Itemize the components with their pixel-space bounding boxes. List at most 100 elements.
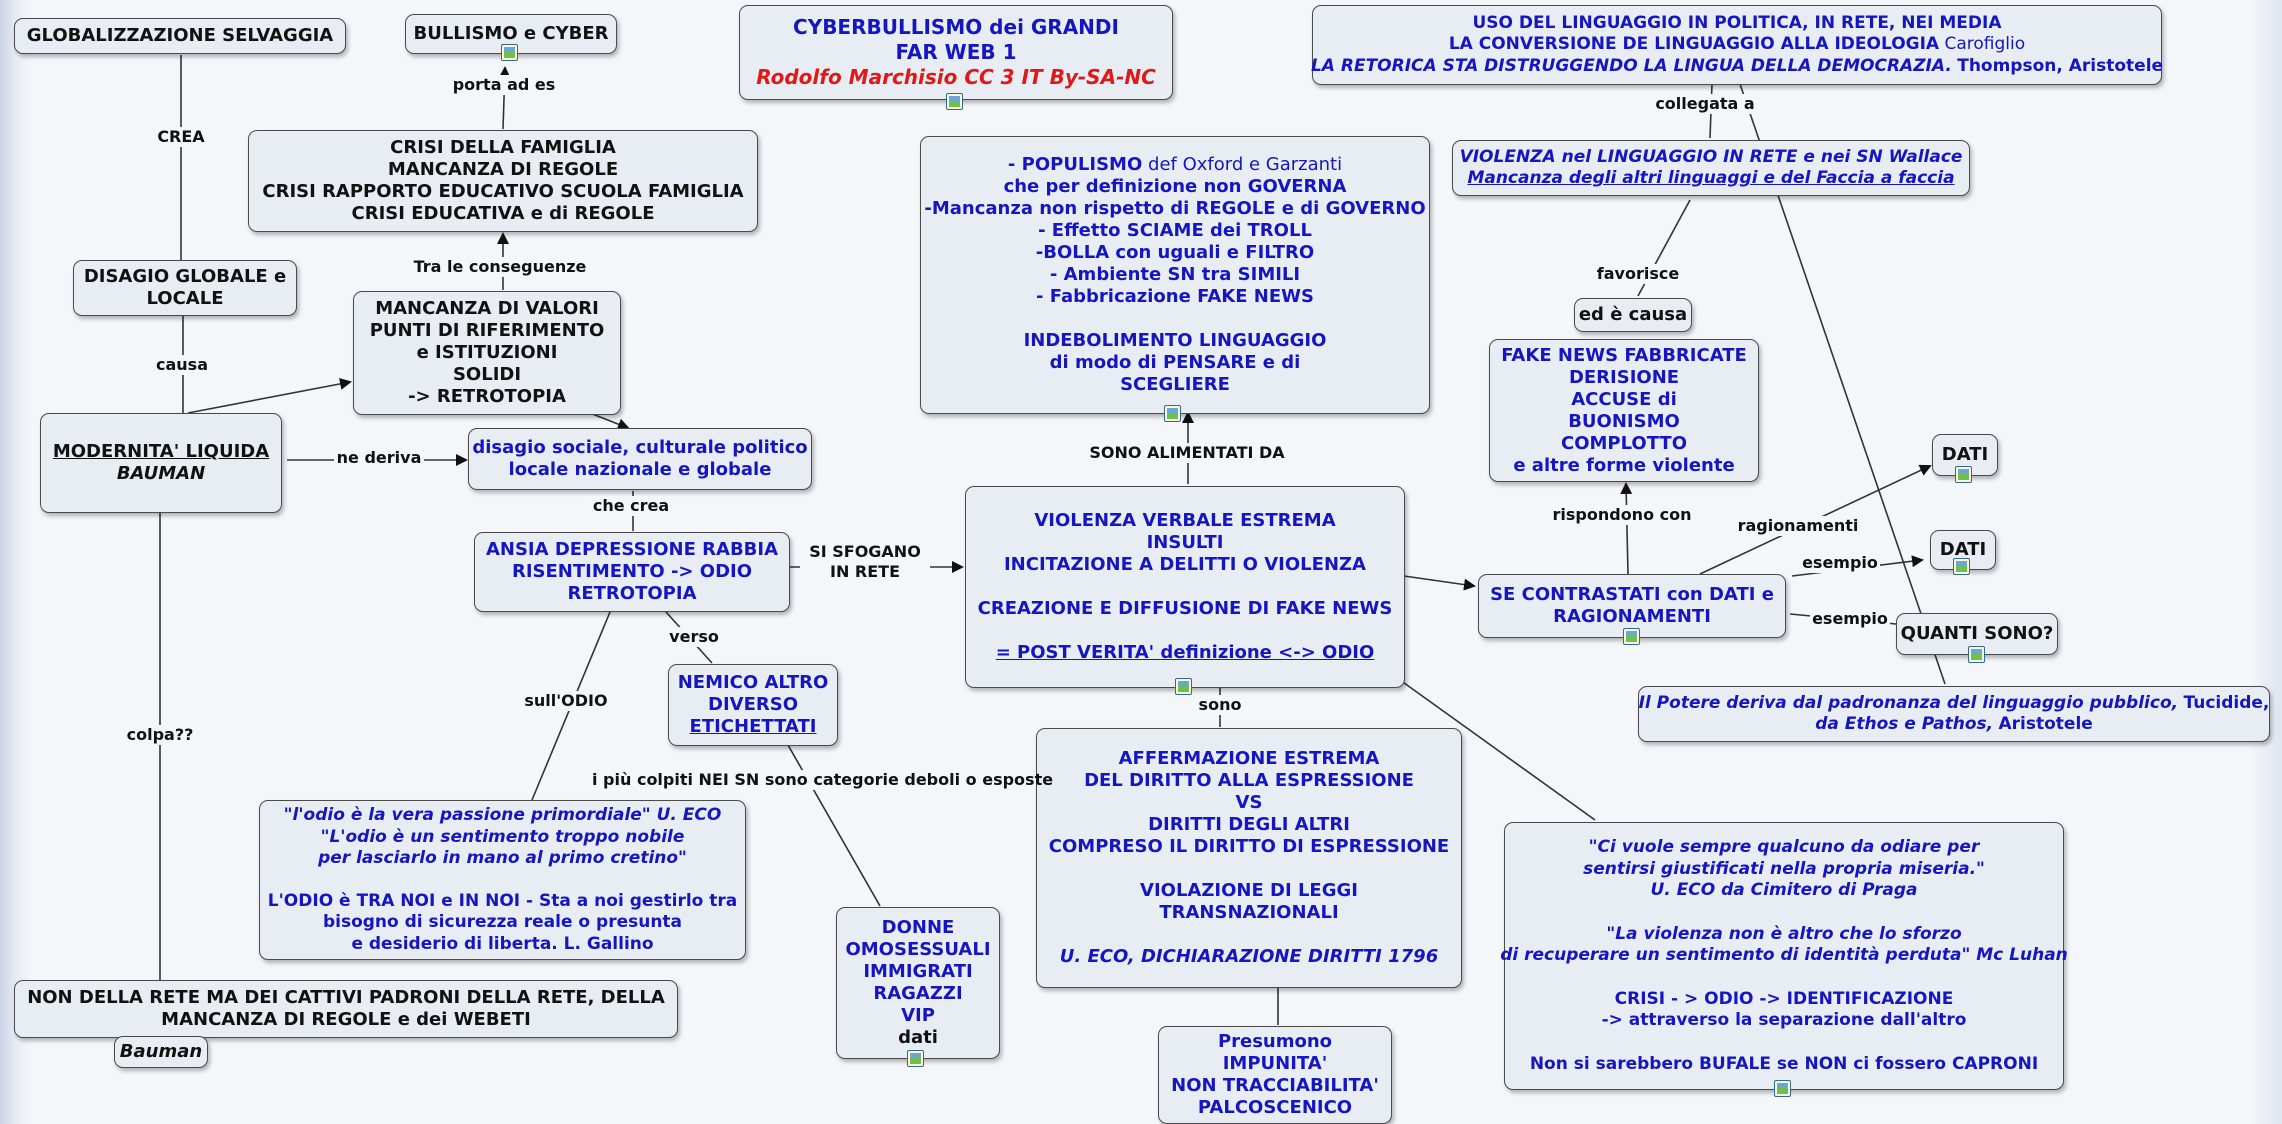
link-label-causa: causa bbox=[152, 355, 212, 375]
link-label-esempio-1: esempio bbox=[1800, 553, 1880, 573]
node-odio-quote[interactable]: "l'odio è la vera passione primordiale" … bbox=[259, 800, 746, 960]
link-violenza-eco bbox=[1399, 679, 1596, 821]
node-ansia[interactable]: ANSIA DEPRESSIONE RABBIA RISENTIMENTO ->… bbox=[474, 532, 790, 612]
fake-line: COMPLOTTO bbox=[1560, 432, 1688, 454]
crisi-line: MANCANZA DI REGOLE bbox=[387, 159, 619, 180]
link-label-verso: verso bbox=[664, 627, 724, 647]
resource-icon[interactable] bbox=[907, 1050, 924, 1067]
node-donne[interactable]: DONNE OMOSESSUALI IMMIGRATI RAGAZZI VIP … bbox=[836, 907, 1000, 1059]
title-line1: CYBERBULLISMO dei GRANDI bbox=[793, 15, 1119, 39]
disagio-globale-line: LOCALE bbox=[146, 288, 224, 309]
node-cattivi-padroni[interactable]: NON DELLA RETE MA DEI CATTIVI PADRONI DE… bbox=[14, 980, 678, 1038]
si-sfogano-line2: IN RETE bbox=[829, 562, 900, 581]
node-bauman-small[interactable]: Bauman bbox=[114, 1036, 208, 1068]
link-label-che-crea: che crea bbox=[586, 496, 676, 516]
fake-line: BUONISMO bbox=[1568, 410, 1680, 432]
node-globalizzazione-text: GLOBALIZZAZIONE SELVAGGIA bbox=[26, 25, 334, 46]
resource-icon[interactable] bbox=[1968, 646, 1985, 663]
fake-line: DERISIONE bbox=[1568, 366, 1680, 388]
disagio-globale-line: DISAGIO GLOBALE e bbox=[83, 266, 287, 287]
node-mancanza-valori[interactable]: MANCANZA DI VALORI PUNTI DI RIFERIMENTO … bbox=[353, 291, 621, 415]
link-label-porta-ad-es: porta ad es bbox=[448, 75, 560, 95]
node-violenza-verbale[interactable]: VIOLENZA VERBALE ESTREMA INSULTI INCITAZ… bbox=[965, 486, 1405, 688]
linguaggio-line2b: Carofiglio bbox=[1944, 34, 2026, 55]
resource-icon[interactable] bbox=[1164, 405, 1181, 422]
node-modernita[interactable]: MODERNITA' LIQUIDA BAUMAN bbox=[40, 413, 282, 513]
affermazione-line: U. ECO, DICHIARAZIONE DIRITTI 1796 bbox=[1059, 946, 1439, 967]
affermazione-line: COMPRESO IL DIRITTO DI ESPRESSIONE bbox=[1048, 836, 1450, 857]
node-affermazione[interactable]: AFFERMAZIONE ESTREMA DEL DIRITTO ALLA ES… bbox=[1036, 728, 1462, 988]
link-valori-disagio-sociale bbox=[589, 412, 630, 430]
odio-quote-line: "L'odio è un sentimento troppo nobile bbox=[320, 826, 685, 847]
affermazione-line: AFFERMAZIONE ESTREMA bbox=[1118, 748, 1380, 769]
node-title[interactable]: CYBERBULLISMO dei GRANDI FAR WEB 1 Rodol… bbox=[739, 5, 1173, 100]
ansia-line: RISENTIMENTO -> ODIO bbox=[511, 561, 753, 582]
violenza-ling-line2: Mancanza degli altri linguaggi e del Fac… bbox=[1467, 168, 1955, 188]
resource-icon[interactable] bbox=[1774, 1080, 1791, 1097]
populismo-line: SCEGLIERE bbox=[1120, 374, 1230, 395]
populismo-line1b: def Oxford e Garzanti bbox=[1148, 154, 1343, 175]
valori-line: e ISTITUZIONI bbox=[416, 342, 558, 363]
populismo-line: - Fabbricazione FAKE NEWS bbox=[1036, 286, 1314, 307]
link-label-sull-odio: sull'ODIO bbox=[518, 691, 614, 711]
odio-line: L'ODIO è TRA NOI e IN NOI - Sta a noi ge… bbox=[267, 890, 738, 911]
node-populismo[interactable]: - POPULISMO def Oxford e Garzanti che pe… bbox=[920, 136, 1430, 414]
resource-icon[interactable] bbox=[946, 93, 963, 110]
donne-line: VIP bbox=[901, 1005, 935, 1026]
node-crisi-famiglia[interactable]: CRISI DELLA FAMIGLIA MANCANZA DI REGOLE … bbox=[248, 130, 758, 232]
cattivi-line: NON DELLA RETE MA DEI CATTIVI PADRONI DE… bbox=[27, 987, 665, 1008]
violenza-line: INCITAZIONE A DELITTI O VIOLENZA bbox=[1003, 554, 1366, 575]
resource-icon[interactable] bbox=[1623, 628, 1640, 645]
potere-line2b: Aristotele bbox=[1998, 714, 2093, 734]
resource-icon[interactable] bbox=[1175, 678, 1192, 695]
affermazione-line: TRANSNAZIONALI bbox=[1159, 902, 1339, 923]
contrastati-line: RAGIONAMENTI bbox=[1553, 606, 1711, 627]
crisi-line: CRISI EDUCATIVA e di REGOLE bbox=[351, 203, 655, 224]
link-label-tra-le-conseguenze: Tra le conseguenze bbox=[412, 257, 588, 277]
resource-icon[interactable] bbox=[1953, 558, 1970, 575]
node-fake-news[interactable]: FAKE NEWS FABBRICATE DERISIONE ACCUSE di… bbox=[1489, 339, 1759, 482]
node-nemico[interactable]: NEMICO ALTRO DIVERSO ETICHETTATI bbox=[668, 664, 838, 746]
affermazione-line: VIOLAZIONE DI LEGGI bbox=[1140, 880, 1358, 901]
node-presumono[interactable]: Presumono IMPUNITA' NON TRACCIABILITA' P… bbox=[1158, 1026, 1392, 1124]
link-label-colpa: colpa?? bbox=[122, 725, 198, 745]
linguaggio-line2a: LA CONVERSIONE DE LINGUAGGIO ALLA IDEOLO… bbox=[1448, 34, 1940, 55]
node-violenza-linguaggio[interactable]: VIOLENZA nel LINGUAGGIO IN RETE e nei SN… bbox=[1452, 140, 1970, 196]
link-violenza-contrastati bbox=[1403, 575, 1476, 591]
donne-line: DONNE bbox=[881, 917, 955, 938]
linguaggio-line1: USO DEL LINGUAGGIO IN POLITICA, IN RETE,… bbox=[1472, 12, 2002, 33]
node-linguaggio[interactable]: USO DEL LINGUAGGIO IN POLITICA, IN RETE,… bbox=[1311, 5, 2163, 85]
link-contrastati-fake bbox=[1620, 482, 1633, 575]
node-disagio-globale[interactable]: DISAGIO GLOBALE e LOCALE bbox=[73, 260, 297, 316]
valori-line: PUNTI DI RIFERIMENTO bbox=[369, 320, 605, 341]
contrastati-line: SE CONTRASTATI con DATI e bbox=[1490, 584, 1774, 605]
link-label-ne-deriva: ne deriva bbox=[334, 448, 424, 468]
node-bullismo-text: BULLISMO e CYBER bbox=[413, 23, 609, 44]
resource-icon[interactable] bbox=[501, 44, 518, 61]
link-label-esempio-2: esempio bbox=[1810, 609, 1890, 629]
odio-quote-line: per lasciarlo in mano al primo cretino" bbox=[318, 848, 687, 868]
nemico-line: DIVERSO bbox=[708, 694, 798, 715]
link-label-favorisce: favorisce bbox=[1590, 264, 1686, 284]
populismo-line: di modo di PENSARE e di bbox=[1049, 352, 1301, 373]
fake-line: ACCUSE di bbox=[1571, 388, 1677, 410]
nemico-line: ETICHETTATI bbox=[689, 716, 817, 737]
ansia-line: ANSIA DEPRESSIONE RABBIA bbox=[485, 539, 779, 560]
link-label-ragionamenti: ragionamenti bbox=[1736, 516, 1860, 536]
resource-icon[interactable] bbox=[1955, 466, 1972, 483]
link-label-collegata-a: collegata a bbox=[1650, 94, 1760, 114]
odio-line: e desiderio di liberta. L. Gallino bbox=[351, 933, 654, 954]
crisi-line: CRISI RAPPORTO EDUCATIVO SCUOLA FAMIGLIA bbox=[262, 181, 744, 202]
node-globalizzazione[interactable]: GLOBALIZZAZIONE SELVAGGIA bbox=[14, 18, 346, 54]
cattivi-line: MANCANZA DI REGOLE e dei WEBETI bbox=[161, 1009, 531, 1030]
eco-line: Non si sarebbero BUFALE se NON ci fosser… bbox=[1529, 1053, 2039, 1074]
presumono-line: Presumono bbox=[1217, 1031, 1333, 1052]
node-disagio-sociale[interactable]: disagio sociale, culturale politico loca… bbox=[468, 428, 812, 490]
potere-line2a: da Ethos e Pathos, bbox=[1815, 714, 1994, 734]
node-ed-causa[interactable]: ed è causa bbox=[1574, 298, 1692, 332]
node-eco-quote[interactable]: "Ci vuole sempre qualcuno da odiare per … bbox=[1500, 822, 2068, 1090]
violenza-ling-line1: VIOLENZA nel LINGUAGGIO IN RETE e nei SN… bbox=[1459, 146, 1963, 167]
node-potere[interactable]: Il Potere deriva dal padronanza del ling… bbox=[1638, 686, 2270, 742]
affermazione-line: DIRITTI DEGLI ALTRI bbox=[1148, 814, 1350, 835]
eco-quote-line: "Ci vuole sempre qualcuno da odiare per bbox=[1588, 837, 1980, 857]
